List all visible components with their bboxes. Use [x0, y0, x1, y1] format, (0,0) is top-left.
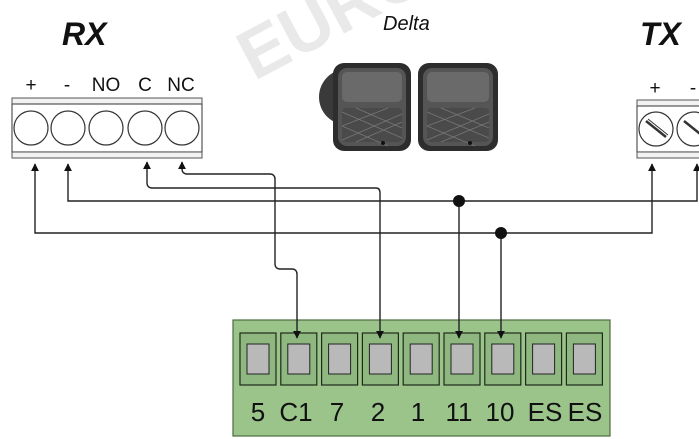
tx-terminal-labels: + -: [649, 78, 696, 99]
rx-terminal-label: NO: [92, 75, 121, 96]
tx-screw: [676, 111, 699, 147]
board-terminal-screw: [287, 343, 311, 375]
board-terminal-label: ES: [568, 397, 603, 427]
rx-screw: [13, 110, 49, 146]
board-terminal-screw: [572, 343, 596, 375]
board-terminal-label: 7: [330, 397, 344, 427]
junction-dot: [453, 195, 465, 207]
rx-title: RX: [62, 16, 108, 52]
device-name: Delta: [383, 13, 430, 35]
board-terminal-screw: [491, 343, 515, 375]
board-terminal-label: 10: [486, 397, 515, 427]
board-terminal-label: 5: [251, 397, 265, 427]
wire-rx-nc-board-c1: [178, 161, 301, 339]
rx-terminal-label: +: [25, 75, 36, 96]
control-board: 5 C1 7 2 1 11 10 ES ES: [232, 319, 611, 437]
board-terminal-label: 11: [446, 397, 473, 427]
wire-rx-c-board-2: [143, 161, 384, 339]
board-terminal-label: ES: [528, 397, 563, 427]
board-terminal-screw: [532, 343, 556, 375]
tx-title: TX: [640, 16, 683, 52]
tx-terminal-label: -: [690, 78, 696, 99]
rx-screw: [50, 110, 86, 146]
tx-terminal-block: [636, 99, 699, 159]
rx-terminal-block: [11, 97, 203, 159]
junction-dot: [495, 227, 507, 239]
board-terminal-screw: [328, 343, 352, 375]
rx-screw: [88, 110, 124, 146]
tx-terminal-label: +: [649, 78, 660, 99]
board-terminal-label: 1: [411, 397, 425, 427]
wires: [31, 161, 699, 339]
rx-terminal-labels: + - NO C NC: [25, 75, 194, 96]
board-terminal-screw: [246, 343, 270, 375]
board-terminal: [524, 332, 563, 386]
rx-screw: [164, 110, 200, 146]
wire-rx-plus-tx-plus: [31, 163, 656, 234]
rx-terminal-label: C: [138, 75, 152, 96]
board-terminal-screw: [409, 343, 433, 375]
rx-screw: [127, 110, 163, 146]
photocell-receiver-image: [319, 63, 411, 151]
board-terminal-label: C1: [279, 397, 312, 427]
wire-rx-minus-tx-minus: [64, 163, 699, 202]
board-terminal-label: 2: [371, 397, 385, 427]
board-terminal-screw: [450, 343, 474, 375]
board-terminal-screw: [368, 343, 392, 375]
rx-terminal-label: -: [64, 75, 70, 96]
rx-terminal-label: NC: [167, 75, 194, 96]
photocell-transmitter-image: [418, 63, 498, 151]
